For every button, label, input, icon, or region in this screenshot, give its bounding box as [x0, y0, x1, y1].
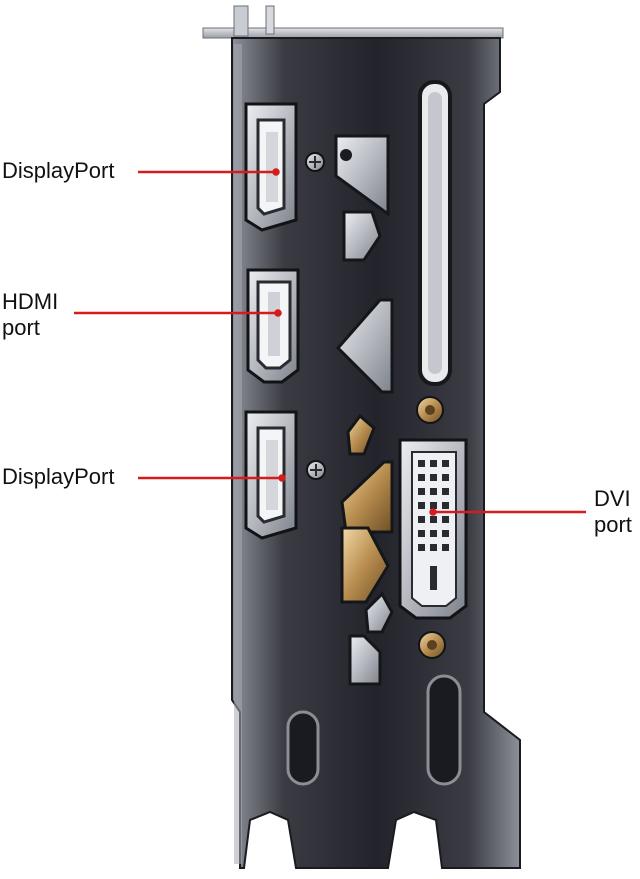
label-dvi-line1: DVI [594, 486, 631, 511]
vent-openings-lower [340, 413, 394, 686]
label-displayport-bottom: DisplayPort [2, 464, 115, 489]
dvi-connector [398, 438, 468, 620]
label-displayport-top: DisplayPort [2, 158, 115, 183]
displayport-top-connector [244, 102, 298, 232]
displayport-bottom-connector [244, 410, 298, 540]
label-hdmi-line2: port [2, 315, 40, 340]
vent-slot-bottom-right [426, 674, 462, 786]
callout-lines [74, 168, 586, 516]
bracket-left-edge [234, 44, 242, 864]
label-dvi-line2: port [594, 512, 632, 537]
hdmi-connector [246, 268, 300, 384]
dvi-standoff-top [416, 396, 444, 424]
screw-icon [306, 460, 326, 480]
label-dvi: DVI port [594, 486, 632, 538]
vent-slot-bottom-left [286, 710, 320, 786]
mounting-tab [202, 5, 504, 39]
label-hdmi: HDMI port [2, 289, 58, 341]
label-hdmi-line1: HDMI [2, 289, 59, 314]
vent-openings-upper [334, 134, 394, 394]
screw-icon [305, 152, 325, 172]
dvi-standoff-bottom [418, 631, 446, 659]
